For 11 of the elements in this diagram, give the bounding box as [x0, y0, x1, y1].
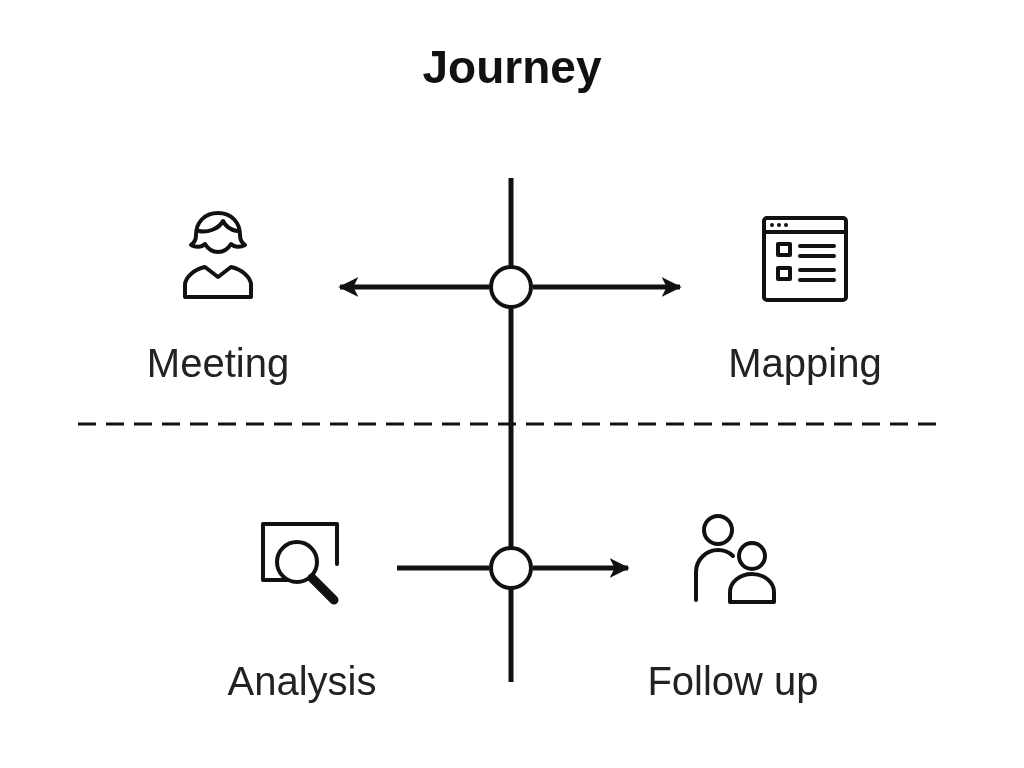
step-label: Analysis — [227, 659, 377, 703]
arrow — [533, 277, 682, 297]
step-label: Mapping — [728, 341, 882, 385]
timeline-circle — [489, 265, 533, 309]
arrow — [533, 558, 630, 578]
step-label: Meeting — [146, 341, 290, 385]
connector-line — [397, 565, 489, 571]
arrow — [338, 277, 489, 297]
step-label: Follow up — [647, 659, 819, 703]
timeline-circle — [489, 546, 533, 590]
diagram-title: Journey — [421, 40, 603, 94]
